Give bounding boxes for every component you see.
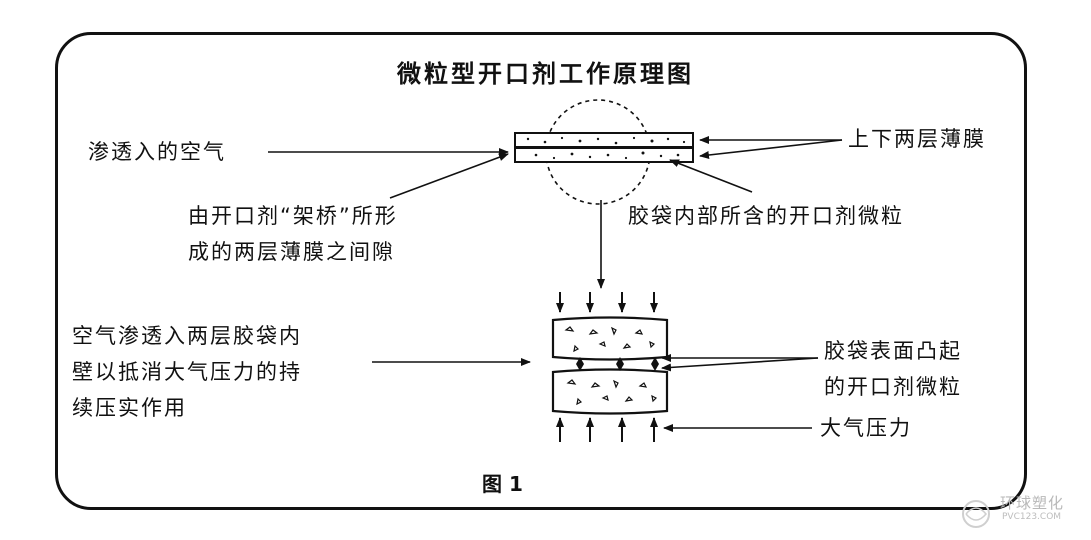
- particles-leader: [669, 159, 753, 193]
- label-bumps-line2: 的开口剂微粒: [824, 375, 962, 399]
- watermark-brand: 环球塑化: [1000, 494, 1065, 512]
- label-air-in: 渗透入的空气: [88, 140, 226, 164]
- upper-film-layer: [551, 316, 669, 361]
- label-counter-line2: 壁以抵消大气压力的持: [72, 360, 302, 384]
- label-pressure: 大气压力: [820, 416, 912, 440]
- watermark-logo-icon: [962, 500, 990, 528]
- films-leader-2: [699, 139, 843, 159]
- label-counter-line1: 空气渗透入两层胶袋内: [72, 324, 302, 348]
- label-gap-line2: 成的两层薄膜之间隙: [188, 240, 395, 264]
- label-particles: 胶袋内部所含的开口剂微粒: [628, 204, 904, 228]
- bottom-pressure-arrows: [556, 417, 658, 442]
- top-film-strip: [514, 132, 694, 163]
- label-bumps-line1: 胶袋表面凸起: [824, 339, 962, 363]
- bumps-leader-2: [661, 357, 819, 372]
- diagram-title: 微粒型开口剂工作原理图: [397, 60, 694, 88]
- lower-film-layer: [551, 368, 669, 415]
- label-films: 上下两层薄膜: [848, 127, 986, 151]
- watermark-url: PVC123.COM: [1002, 512, 1062, 522]
- figure-caption: 图 1: [482, 472, 523, 496]
- label-counter-line3: 续压实作用: [72, 396, 187, 420]
- bridging-particles: [576, 357, 659, 371]
- diagram-frame: [55, 32, 1027, 510]
- top-pressure-arrows: [556, 292, 658, 313]
- gap-leader: [389, 153, 509, 199]
- label-gap-line1: 由开口剂“架桥”所形: [188, 204, 398, 228]
